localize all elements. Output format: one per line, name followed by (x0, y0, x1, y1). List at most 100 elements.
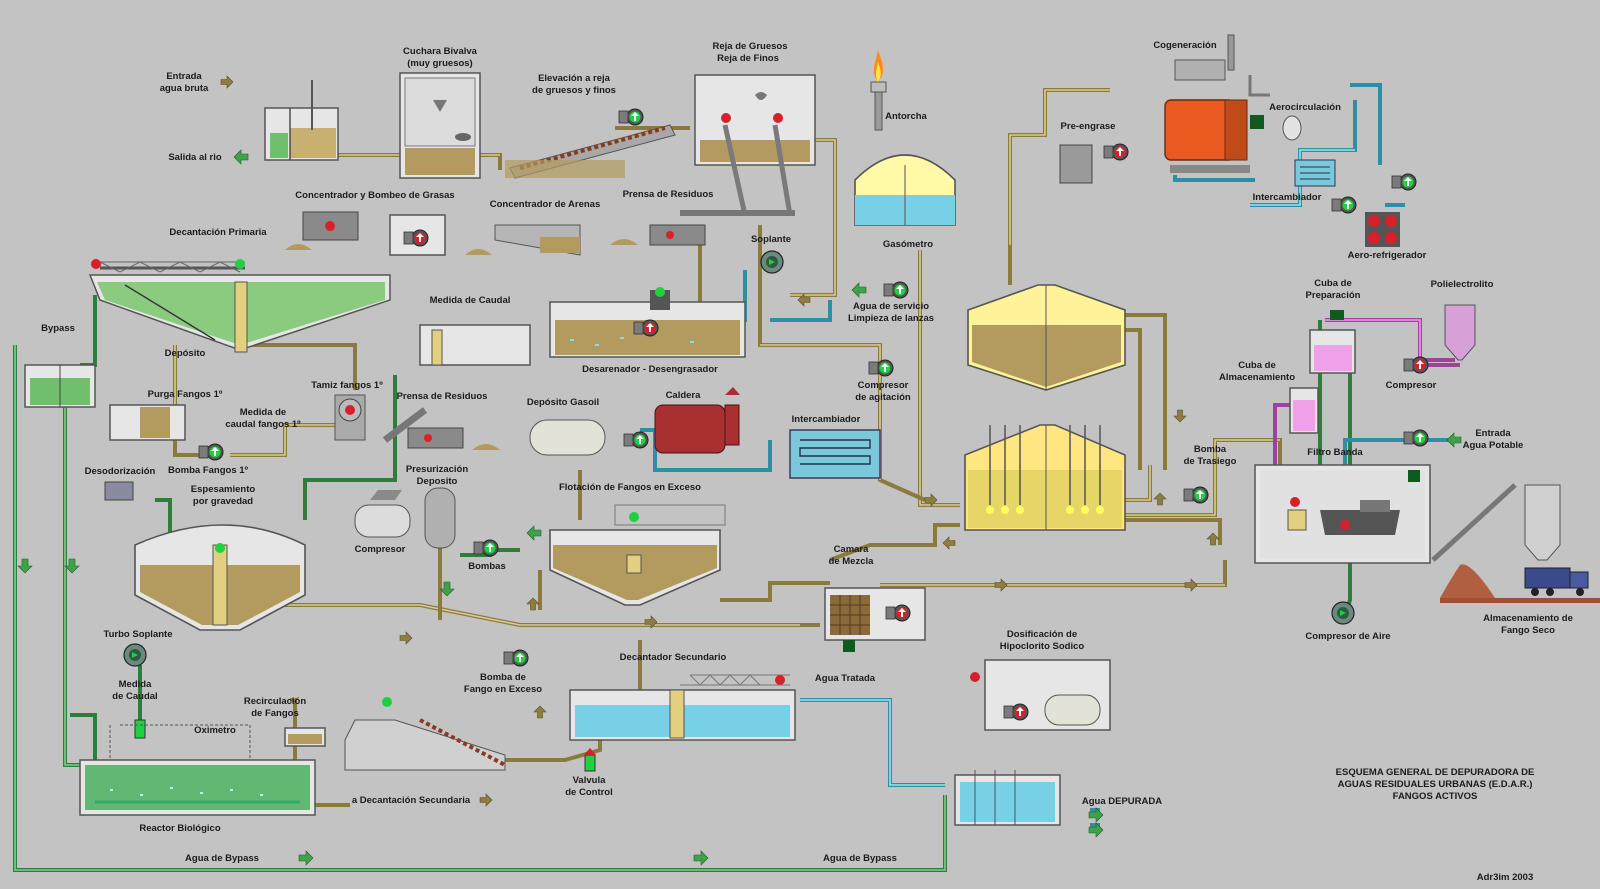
label-a-decantacion: a Decantación Secundaria (352, 795, 471, 806)
label-agua-servicio-1: Agua de servicio (853, 301, 929, 312)
compresor-left (354, 490, 411, 538)
soplante-blower-icon (760, 250, 784, 274)
label-dosificacion-2: Hipoclorito Sodico (1000, 641, 1085, 652)
arrow-icon (1446, 432, 1462, 448)
pump-icon (868, 359, 894, 377)
pump-icon (1331, 196, 1357, 214)
label-presurizacion-2: Deposito (417, 476, 458, 487)
label-camara-2: de Mezcla (829, 556, 875, 567)
label-bombas: Bombas (468, 561, 505, 572)
tamiz-fangos (334, 394, 428, 443)
pump-icon (1391, 173, 1417, 191)
desodorizacion (104, 481, 134, 501)
label-flotacion: Flotación de Fangos en Exceso (559, 482, 701, 493)
title-line-1: ESQUEMA GENERAL DE DEPURADORA DE (1336, 767, 1535, 778)
label-cogeneracion: Cogeneración (1153, 40, 1217, 51)
label-intercambiador-mid: Intercambiador (792, 414, 861, 425)
title-line-3: FANGOS ACTIVOS (1393, 791, 1478, 802)
label-almacenamiento-2: Fango Seco (1501, 625, 1555, 636)
credit: Adr3im 2003 (1477, 872, 1534, 883)
label-oximetro: Oximetro (194, 725, 236, 736)
label-decantacion-primaria: Decantación Primaria (169, 227, 267, 238)
elevacion-pump-icon (618, 108, 644, 126)
pump-icon (623, 431, 649, 449)
arrow-icon (851, 282, 867, 298)
clorador-final (954, 770, 1061, 826)
arrow-icon (693, 850, 709, 866)
arrow-icon (526, 597, 540, 611)
label-bypass: Bypass (41, 323, 75, 334)
arrow-icon (994, 578, 1008, 592)
gasometro (854, 154, 956, 226)
almacenamiento-fango-seco (1431, 483, 1600, 603)
label-deposito-gasoil: Depósito Gasoil (527, 397, 599, 408)
label-cuba-almacenamiento-1: Cuba de (1238, 360, 1275, 371)
pump-icon (1403, 356, 1429, 374)
label-polielectrolito: Polielectrolito (1431, 279, 1494, 290)
intercambiador-mid (789, 429, 881, 479)
water-pipes-cyan (640, 83, 1460, 827)
label-concentrador-grasas: Concentrador y Bombeo de Grasas (295, 190, 454, 201)
dosificacion-hipoclorito (970, 659, 1111, 731)
label-valvula-2: de Control (565, 787, 613, 798)
entrada-arrow-icon (220, 75, 234, 89)
concentrador-arenas (465, 224, 581, 256)
decantador-secundario (569, 674, 796, 741)
pump-icon (1003, 703, 1029, 721)
aero-refrigerador (1365, 212, 1400, 247)
arrow-icon (533, 705, 547, 719)
truck-icon (1524, 567, 1589, 596)
diagram-title: ESQUEMA GENERAL DE DEPURADORA DE AGUAS R… (1336, 767, 1535, 883)
reja-gruesos (680, 74, 816, 216)
compresor-aire-blower-icon (1331, 601, 1355, 625)
label-desodorizacion: Desodorización (85, 466, 156, 477)
label-cuba-preparacion-2: Preparación (1306, 290, 1361, 301)
label-aerocirculacion: Aerocirculación (1269, 102, 1341, 113)
label-agua-tratada: Agua Tratada (815, 673, 876, 684)
turbo-soplante-icon (123, 643, 147, 667)
label-concentrador-arenas: Concentrador de Arenas (490, 199, 601, 210)
label-medida-caudal-2-1: Medida (119, 679, 152, 690)
label-medida-caudal-2-2: de Caudal (112, 691, 157, 702)
label-entrada-potable-1: Entrada (1475, 428, 1511, 439)
label-camara-1: Camara (834, 544, 870, 555)
arrow-icon (479, 793, 493, 807)
bypass-tank (24, 364, 96, 408)
label-aero-refrigerador: Aero-refrigerador (1348, 250, 1427, 261)
filtro-banda (1254, 464, 1431, 564)
label-almacenamiento-1: Almacenamiento de (1483, 613, 1573, 624)
label-medida-caudal: Medida de Caudal (430, 295, 511, 306)
label-prensa-residuos-top: Prensa de Residuos (623, 189, 714, 200)
label-caldera: Caldera (666, 390, 702, 401)
arrow-icon (942, 536, 956, 550)
label-elevacion-2: de gruesos y finos (532, 85, 616, 96)
pump-icon (473, 539, 499, 557)
label-agua-bypass-right: Agua de Bypass (823, 853, 897, 864)
label-turbo-soplante: Turbo Soplante (104, 629, 173, 640)
pump-icon (1103, 143, 1129, 161)
label-deposito-purga-2: Purga Fangos 1º (148, 389, 223, 400)
arrow-icon (17, 558, 33, 574)
elevacion-transportador (505, 124, 676, 179)
presurizacion-deposito (424, 487, 456, 549)
arrow-icon (439, 581, 455, 597)
label-compresor-agitacion-2: de agitación (855, 392, 911, 403)
label-compresor-left: Compresor (355, 544, 406, 555)
label-filtro-banda: Filtro Banda (1307, 447, 1363, 458)
label-entrada-2: agua bruta (160, 83, 209, 94)
caldera (654, 387, 740, 454)
label-pre-engrase: Pre-engrase (1061, 121, 1116, 132)
cogeneracion-motor (1164, 34, 1270, 173)
label-decantador-secundario: Decantador Secundario (620, 652, 727, 663)
cuba-preparacion (1309, 310, 1356, 374)
label-desarenador: Desarenador - Desengrasador (582, 364, 718, 375)
prensa-residuos-mid (407, 427, 500, 450)
label-cuba-almacenamiento-2: Almacenamiento (1219, 372, 1295, 383)
flotacion (549, 504, 726, 606)
deposito-gasoil (529, 419, 606, 456)
cuchara-bivalva (399, 72, 481, 179)
label-soplante: Soplante (751, 234, 791, 245)
pump-icon (503, 649, 529, 667)
reactor-biologico (79, 719, 316, 816)
